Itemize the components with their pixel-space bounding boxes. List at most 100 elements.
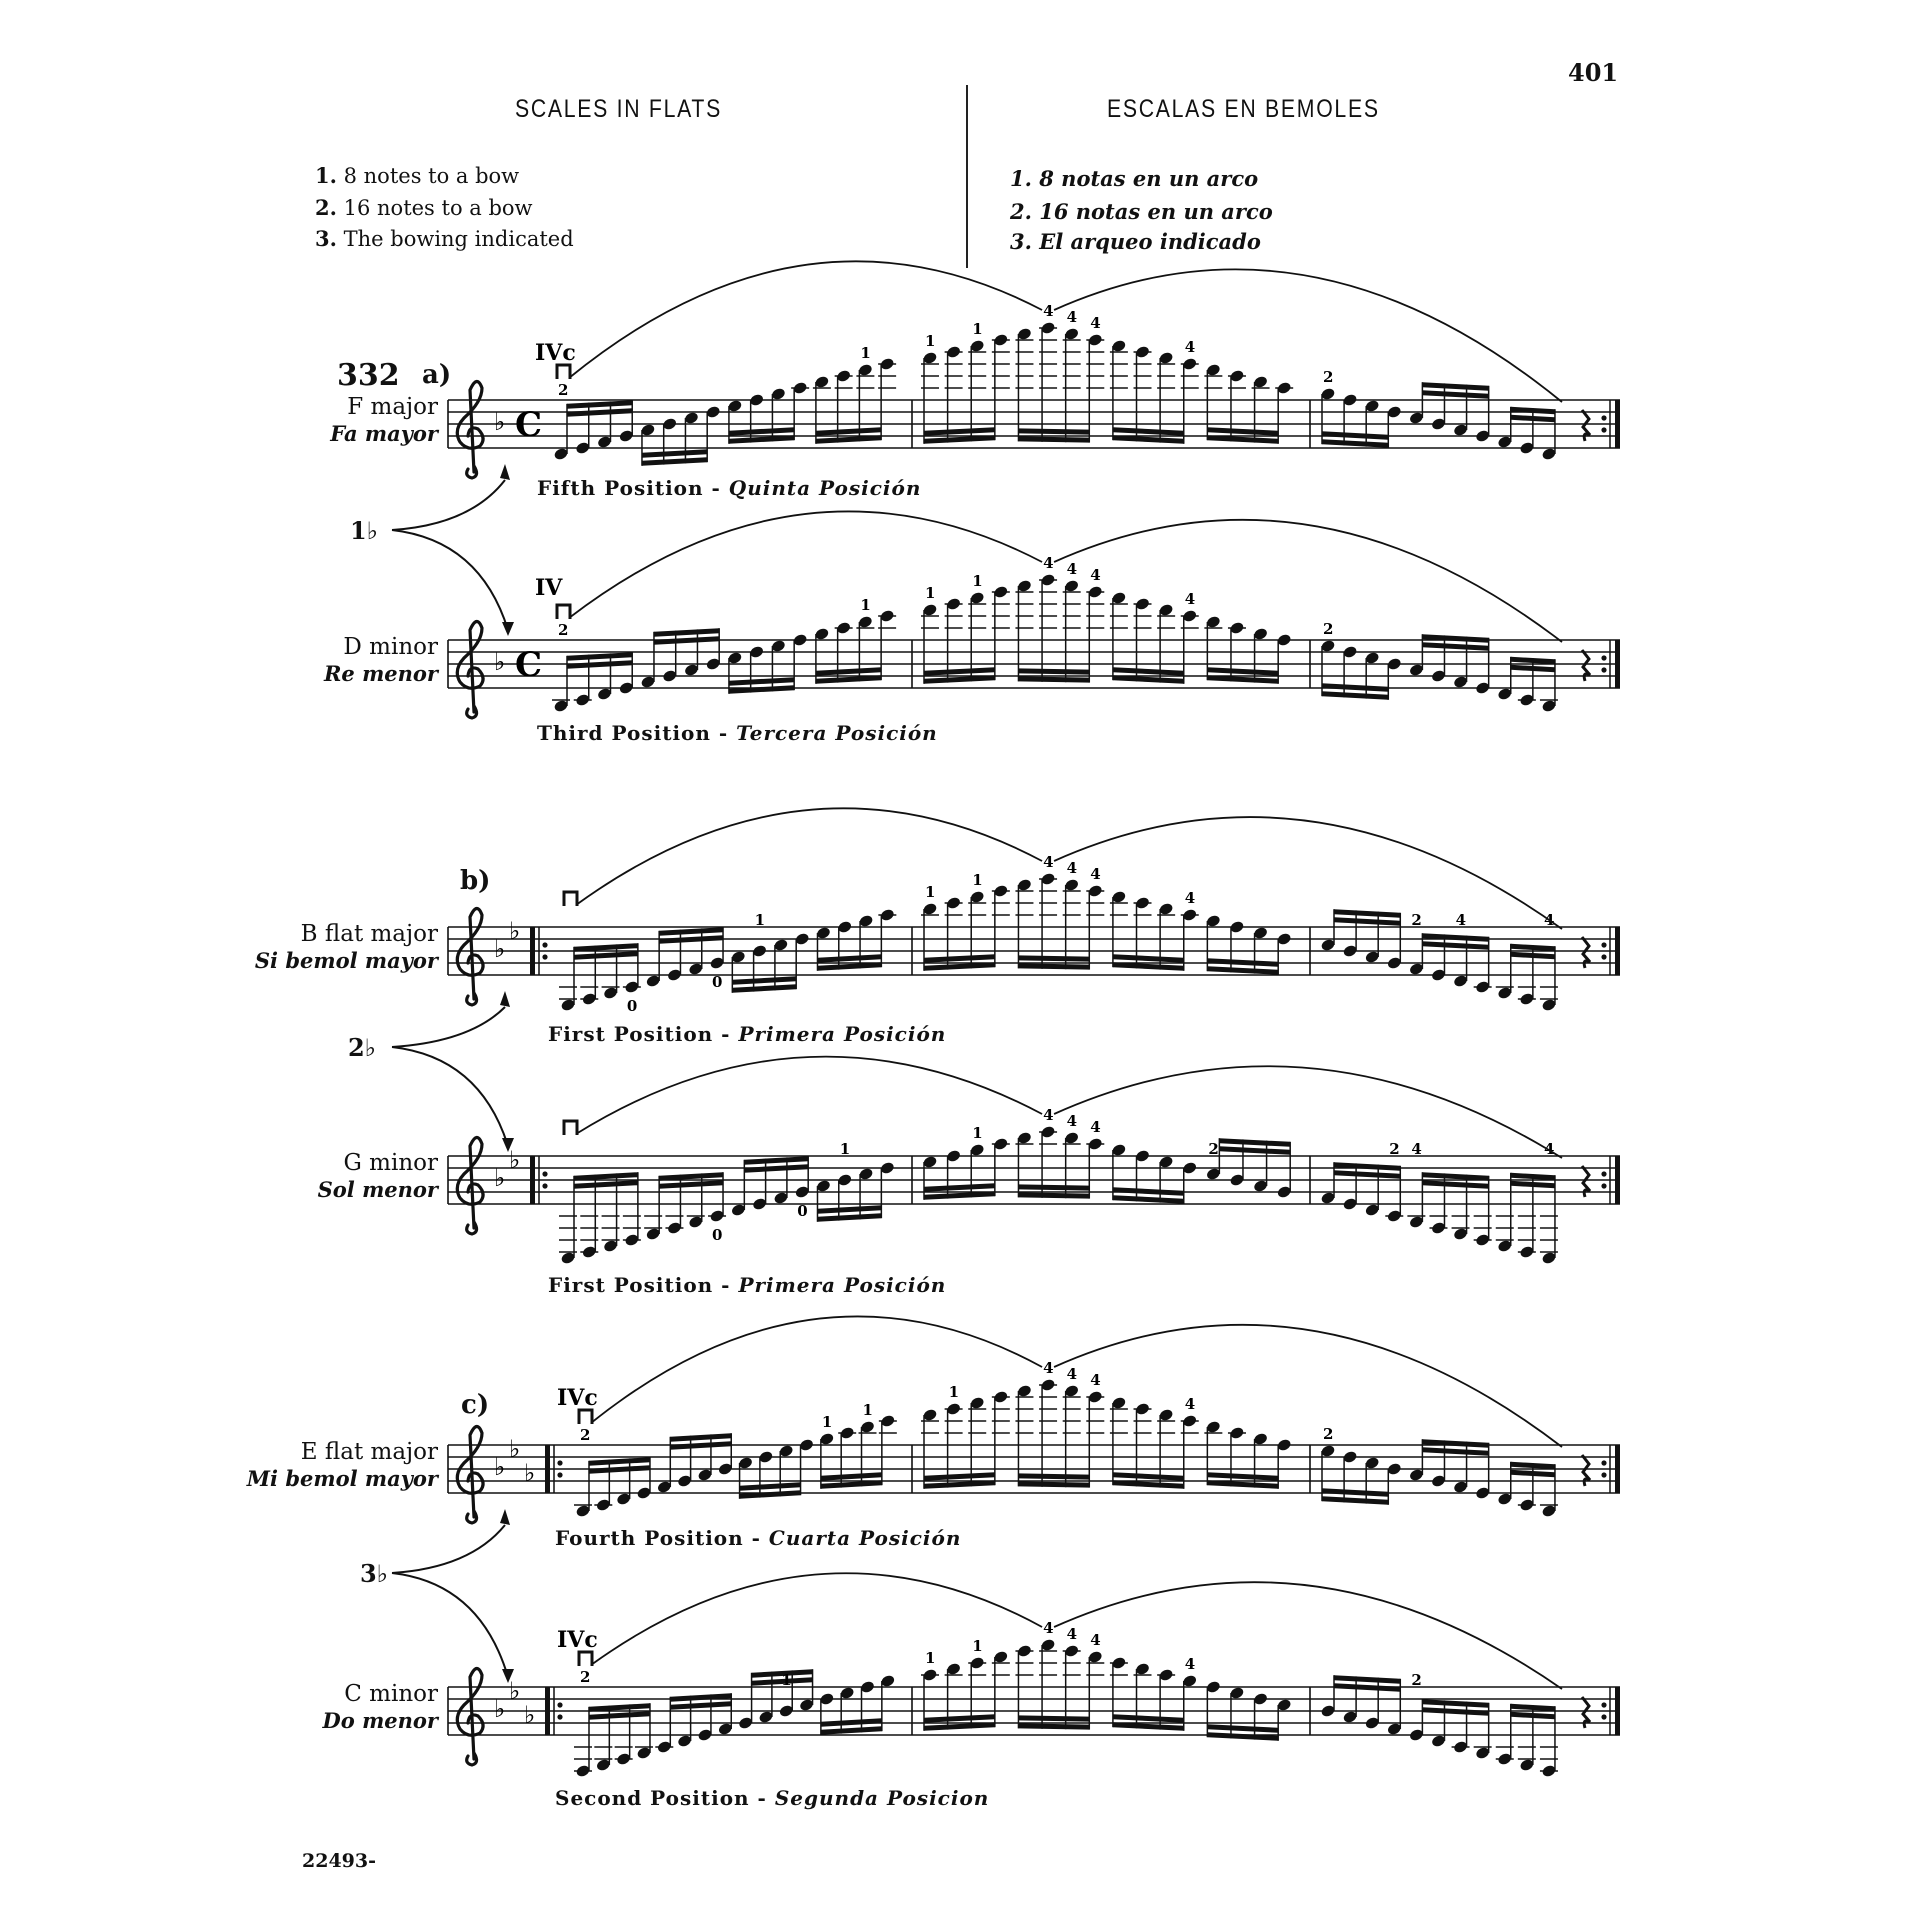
- final-repeat-barline: [1615, 640, 1620, 688]
- notehead: [706, 406, 720, 418]
- flat-sign-icon: ♭: [524, 1459, 535, 1487]
- beam: [1112, 675, 1184, 684]
- repeat-dot: [542, 954, 548, 960]
- beam: [732, 984, 797, 993]
- beam: [924, 435, 995, 444]
- beam: [1510, 656, 1555, 665]
- notehead: [947, 1403, 960, 1415]
- arrowhead: [502, 622, 514, 636]
- position-label: Second Position - Segunda Posicion: [555, 1786, 990, 1810]
- notehead: [663, 418, 676, 430]
- notehead: [1207, 1421, 1220, 1433]
- fingering-number: 1: [972, 871, 982, 889]
- notehead: [1388, 957, 1401, 969]
- beam: [1112, 1480, 1184, 1489]
- down-bow-icon: [555, 603, 572, 619]
- beam: [1207, 427, 1279, 436]
- notehead: [923, 903, 937, 915]
- notehead: [1230, 622, 1244, 634]
- fingering-number: 0: [797, 1202, 807, 1220]
- notehead: [1089, 334, 1102, 346]
- scale-name: F major: [347, 394, 438, 420]
- beam: [1422, 382, 1489, 391]
- beam: [1510, 414, 1555, 423]
- beam: [751, 1677, 813, 1686]
- notehead: [772, 388, 785, 400]
- notehead: [1277, 933, 1291, 945]
- notehead: [668, 969, 681, 981]
- notehead: [1277, 1186, 1291, 1198]
- beam: [1219, 1146, 1291, 1155]
- fingering-number: 4: [1043, 1106, 1053, 1124]
- beam: [641, 449, 708, 458]
- beam: [1018, 668, 1090, 675]
- treble-clef-icon: [455, 1135, 485, 1236]
- notehead: [718, 1463, 732, 1475]
- notehead: [1365, 1457, 1379, 1469]
- repeat-dot: [542, 1171, 548, 1177]
- notehead: [1207, 915, 1220, 927]
- notehead: [1041, 322, 1055, 334]
- notehead: [1254, 1693, 1267, 1705]
- fingering-number: 1: [972, 1124, 982, 1142]
- notehead: [994, 885, 1008, 897]
- beam: [1510, 943, 1555, 952]
- fingering-number: 1: [781, 1671, 791, 1689]
- beam: [1422, 1699, 1489, 1708]
- final-repeat-barline: [1615, 927, 1620, 975]
- notehead: [1388, 406, 1401, 418]
- notehead: [1476, 682, 1489, 694]
- beam: [567, 652, 633, 661]
- notehead: [619, 430, 633, 442]
- beam: [670, 1433, 732, 1442]
- beam: [1207, 667, 1279, 676]
- notehead: [668, 1222, 681, 1234]
- notehead: [1520, 694, 1534, 706]
- notehead: [646, 975, 660, 987]
- beam: [1112, 954, 1184, 963]
- notehead: [1321, 939, 1335, 951]
- notehead: [815, 376, 829, 388]
- notehead: [1343, 945, 1357, 957]
- connector-arrow: [391, 1006, 506, 1048]
- connector-arrow: [391, 1524, 506, 1574]
- notehead: [1065, 1385, 1078, 1397]
- notehead: [604, 987, 617, 999]
- notehead: [598, 436, 611, 448]
- beam: [815, 427, 882, 436]
- beam: [1219, 1138, 1291, 1147]
- repeat-dot: [1601, 655, 1607, 661]
- notehead: [1018, 580, 1031, 592]
- fingering-number: 4: [1067, 1625, 1077, 1643]
- notehead: [1520, 993, 1534, 1005]
- notehead: [739, 1457, 752, 1469]
- connector-arrow: [391, 1046, 509, 1147]
- notehead: [1343, 646, 1357, 658]
- beam: [924, 1722, 995, 1731]
- fingering-number: 2: [558, 621, 568, 639]
- quarter-rest-icon: [1580, 936, 1592, 969]
- flat-count-label: 1♭: [350, 516, 379, 545]
- notehead: [1343, 1711, 1357, 1723]
- beam: [1322, 683, 1389, 692]
- notehead: [1432, 1735, 1445, 1747]
- notehead: [1254, 376, 1267, 388]
- notehead: [1321, 1445, 1335, 1457]
- notehead: [663, 670, 676, 682]
- notehead: [576, 442, 590, 454]
- notehead: [1410, 412, 1423, 424]
- fingering-number: 4: [1067, 1365, 1077, 1383]
- notehead: [838, 1174, 852, 1186]
- notehead: [718, 1723, 732, 1735]
- flat-sign-icon: ♭: [494, 1164, 505, 1192]
- scale-name: D minor: [343, 634, 438, 660]
- notehead: [1277, 1439, 1291, 1451]
- beam: [589, 1711, 650, 1720]
- beam: [739, 1482, 801, 1491]
- notehead: [561, 1252, 575, 1264]
- beam: [1422, 1447, 1489, 1456]
- beam: [1112, 1187, 1184, 1196]
- beam: [1422, 390, 1489, 399]
- notehead: [861, 1681, 874, 1693]
- beam: [924, 1191, 995, 1200]
